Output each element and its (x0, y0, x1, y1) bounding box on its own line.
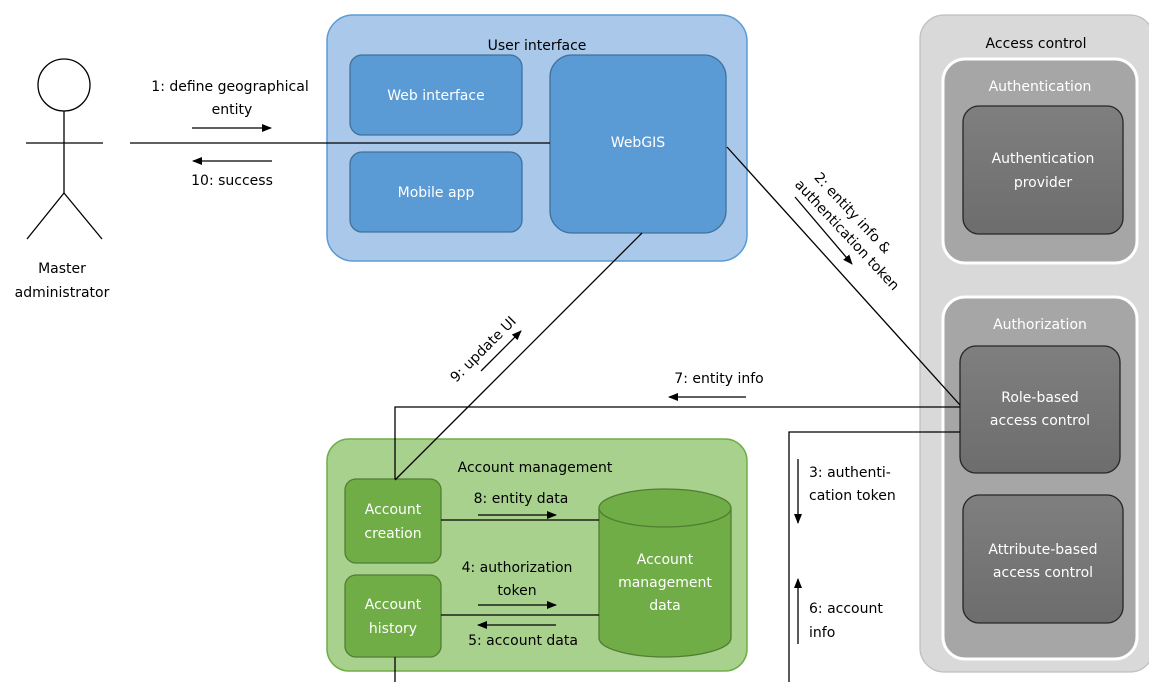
actor-head (37, 58, 91, 112)
actor-label-line2: administrator (15, 285, 110, 301)
message-1-line1: 1: define geographical (151, 79, 308, 95)
data-line3: data (649, 598, 681, 614)
rbac-line1: Role-based (1001, 390, 1078, 406)
attribute-based-access-control-box[interactable] (962, 494, 1124, 624)
authentication-provider-line1: Authentication (992, 151, 1095, 167)
authentication-title: Authentication (989, 79, 1092, 95)
message-2-label: 2: entity info & authentication token (791, 170, 902, 294)
message-4-line1: 4: authorization (462, 560, 573, 576)
message-arrows (192, 124, 853, 644)
message-10: 10: success (191, 173, 273, 189)
account-creation-line1: Account (365, 502, 422, 518)
message-6-line2: info (809, 625, 835, 641)
user-interface-title: User interface (488, 38, 587, 54)
message-8: 8: entity data (474, 491, 569, 507)
message-1-line2: entity (212, 102, 253, 118)
actor-label-line1: Master (38, 261, 86, 277)
message-3-line2: cation token (809, 488, 896, 504)
account-history-box[interactable] (344, 574, 442, 658)
rbac-account-history-connector (788, 431, 960, 682)
web-interface-box[interactable] (349, 54, 523, 136)
message-5: 5: account data (468, 633, 578, 649)
account-history-line1: Account (365, 597, 422, 613)
cylinder-top (598, 488, 732, 528)
account-management-group: Account management Account creation Acco… (326, 438, 748, 672)
access-control-group: Access control Authentication Authentica… (919, 14, 1149, 673)
authorization-title: Authorization (993, 317, 1087, 333)
rbac-line2: access control (990, 413, 1090, 429)
data-line1: Account (637, 552, 694, 568)
master-administrator-actor: Master administrator (15, 58, 110, 301)
arrow-9-diagonal (480, 330, 522, 372)
webgis-box[interactable] (549, 54, 727, 234)
webgis-account-creation-connector (394, 232, 643, 481)
actor-left-leg (26, 192, 65, 240)
authentication-provider-box[interactable] (962, 105, 1124, 235)
account-history-line2: history (369, 621, 417, 637)
actor-right-leg (63, 192, 103, 240)
data-line2: management (618, 575, 712, 591)
webgis-rbac-connector (726, 146, 961, 406)
account-creation-box[interactable] (344, 478, 442, 564)
access-control-title: Access control (986, 36, 1087, 52)
abac-line2: access control (993, 565, 1093, 581)
account-management-data-cylinder[interactable]: Account management data (598, 488, 732, 658)
mobile-app-label: Mobile app (398, 185, 475, 201)
message-4-line2: token (497, 583, 536, 599)
web-interface-label: Web interface (387, 88, 484, 104)
message-3-line1: 3: authenti- (809, 465, 891, 481)
abac-line1: Attribute-based (988, 542, 1097, 558)
authentication-provider-line2: provider (1014, 175, 1073, 191)
message-7: 7: entity info (674, 371, 763, 387)
message-9: 9: update UI (448, 314, 520, 386)
role-based-access-control-box[interactable] (959, 345, 1121, 474)
account-management-title: Account management (458, 460, 613, 476)
webgis-label: WebGIS (611, 135, 666, 151)
cylinder-body (598, 508, 732, 658)
account-creation-line2: creation (364, 526, 421, 542)
message-6-line1: 6: account (809, 601, 883, 617)
mobile-app-box[interactable] (349, 151, 523, 233)
rbac-account-creation-connector (394, 406, 960, 479)
arrow-2-diagonal (794, 196, 853, 265)
user-interface-group: User interface Web interface Mobile app … (326, 14, 748, 262)
connectors (130, 142, 961, 682)
